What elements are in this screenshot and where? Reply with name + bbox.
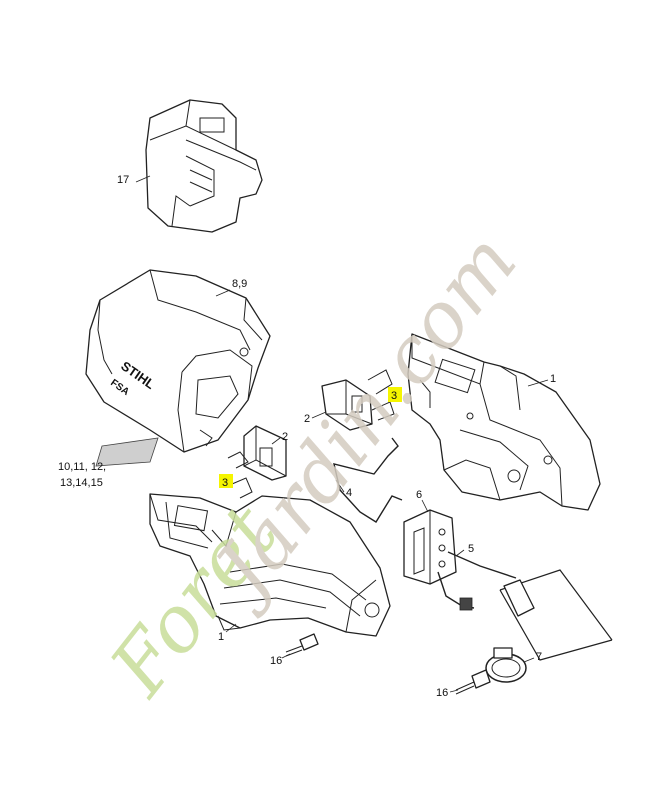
leader-16-right [449,689,459,693]
callout-7: 7 [536,651,542,663]
highlight-3-lower [219,474,233,488]
part-4-wire-spring [333,437,403,523]
callout-5: 5 [468,543,474,555]
part-2-switch-upper [321,379,373,431]
part-8-9-housing: STIHL FSA [85,269,271,453]
callout-1-left: 1 [218,631,224,643]
leader-2-upper [311,411,327,419]
callout-3-lower: 3 [222,477,228,489]
callout-16-left: 16 [270,655,282,667]
part-1-left-shell [149,493,391,637]
leader-4 [335,479,345,493]
leader-5 [455,549,465,557]
leader-1-right [527,379,549,387]
callout-2-lower: 2 [282,431,288,443]
part-16-screw-left [285,633,319,657]
part-7-clamp [485,647,527,683]
callout-8-9: 8,9 [232,278,247,290]
shaft-tube [499,569,613,661]
part-1-right-shell [407,333,601,511]
part-16-screw-right [455,669,491,695]
callout-1-right: 1 [550,373,556,385]
callout-6: 6 [416,489,422,501]
callout-16-right: 16 [436,687,448,699]
part-17-cover [145,99,263,233]
callout-3-upper: 3 [391,390,397,402]
callout-17: 17 [117,174,129,186]
part-5-cable [437,551,517,611]
leader-6 [421,499,429,513]
callout-13-15: 13,14,15 [60,477,103,489]
highlight-3-upper [388,387,402,402]
part-2-switch-lower [243,425,287,481]
leader-1-left [225,623,237,633]
part-10-15-label [95,437,159,467]
part-3-spring-lower [227,451,253,499]
leader-7 [523,657,535,663]
callout-10-12: 10,11, 12, [58,461,106,473]
leader-16-left [281,653,291,659]
part-3-spring-upper [367,369,395,421]
callout-2-upper: 2 [304,413,310,425]
leader-2-lower [271,437,281,445]
leader-8-9 [215,289,231,297]
part-6-connector [403,509,457,585]
callout-4: 4 [346,487,352,499]
leader-17 [135,175,151,183]
